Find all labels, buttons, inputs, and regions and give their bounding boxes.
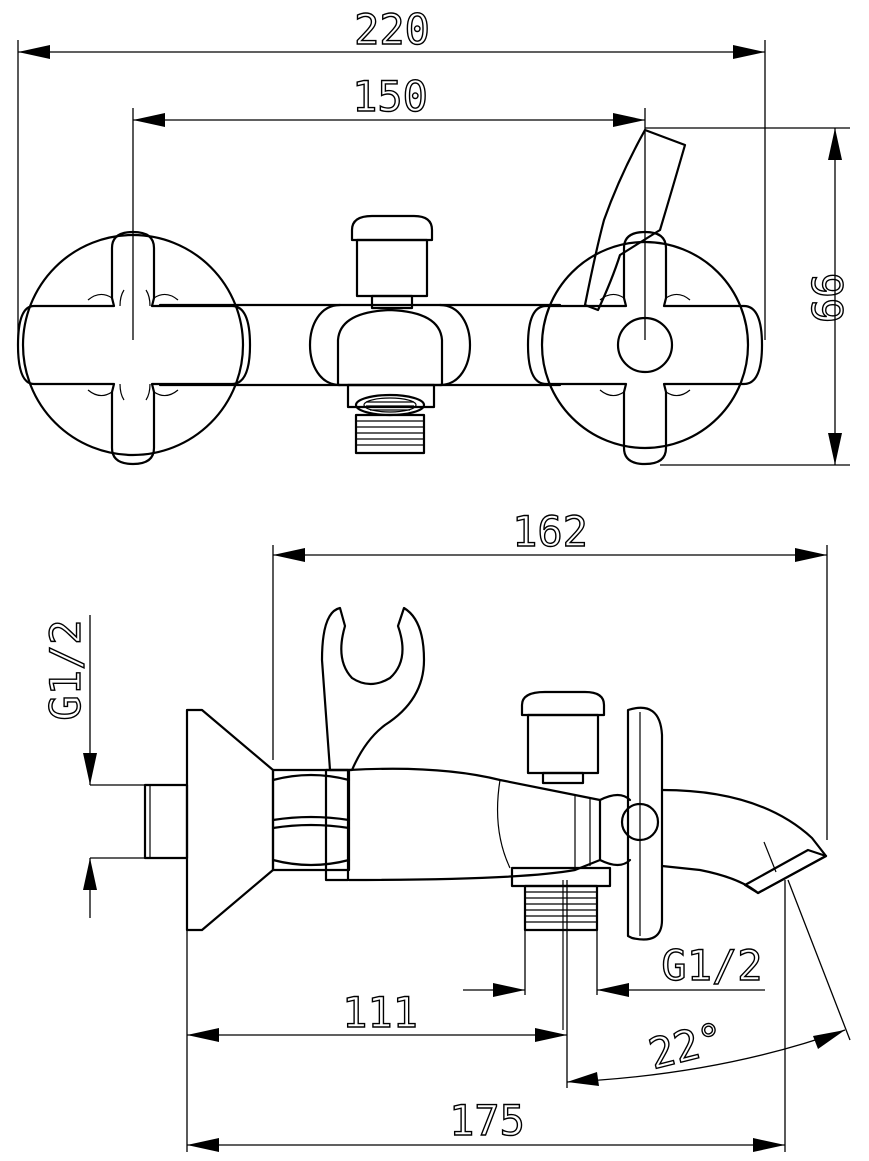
dim-depth: 162: [273, 506, 827, 562]
dim-175-label: 175: [449, 1096, 525, 1145]
inlet-pipe: [143, 783, 189, 860]
dim-handle-spacing: 150: [133, 71, 645, 127]
side-handle: [598, 706, 664, 941]
shower-holder-front: [583, 128, 687, 312]
dim-overall-width: 220: [18, 4, 765, 59]
dim-overall-projection: 175: [187, 1095, 785, 1152]
dim-outlet-thread: G1/2: [463, 940, 765, 997]
right-cross-handle: [526, 230, 764, 466]
outlet-thread-label: G1/2: [661, 941, 762, 990]
diverter-knob: [350, 214, 434, 310]
mixer-body: [158, 303, 562, 387]
dim-162-label: 162: [512, 507, 588, 556]
spout-angle-label: 22°: [644, 1013, 729, 1079]
side-body: [347, 767, 602, 882]
wall-escutcheon: [185, 708, 275, 932]
dim-111-label: 111: [342, 988, 418, 1037]
side-diverter-knob: [520, 690, 606, 785]
spout: [660, 788, 828, 895]
side-outlet-thread: [510, 866, 612, 1030]
dim-outlet-offset: 111: [187, 987, 567, 1042]
dim-220-label: 220: [354, 5, 430, 54]
dim-spout-angle: 22°: [566, 879, 851, 1086]
left-flange: [21, 233, 245, 457]
dim-inlet-thread: G1/2: [40, 615, 97, 918]
inlet-thread-label: G1/2: [41, 619, 90, 720]
dim-99-label: 99: [802, 273, 851, 324]
diverter-housing: [309, 303, 471, 455]
right-flange: [540, 240, 750, 450]
left-cross-handle: [16, 230, 252, 466]
hex-nut: [271, 768, 351, 882]
shower-holder-side: [320, 606, 426, 772]
front-view: 220 150 99: [16, 4, 852, 466]
side-view: 162 G1/2 G1/2 111: [40, 506, 851, 1152]
dim-height: 99: [801, 128, 852, 465]
dim-150-label: 150: [352, 72, 428, 121]
